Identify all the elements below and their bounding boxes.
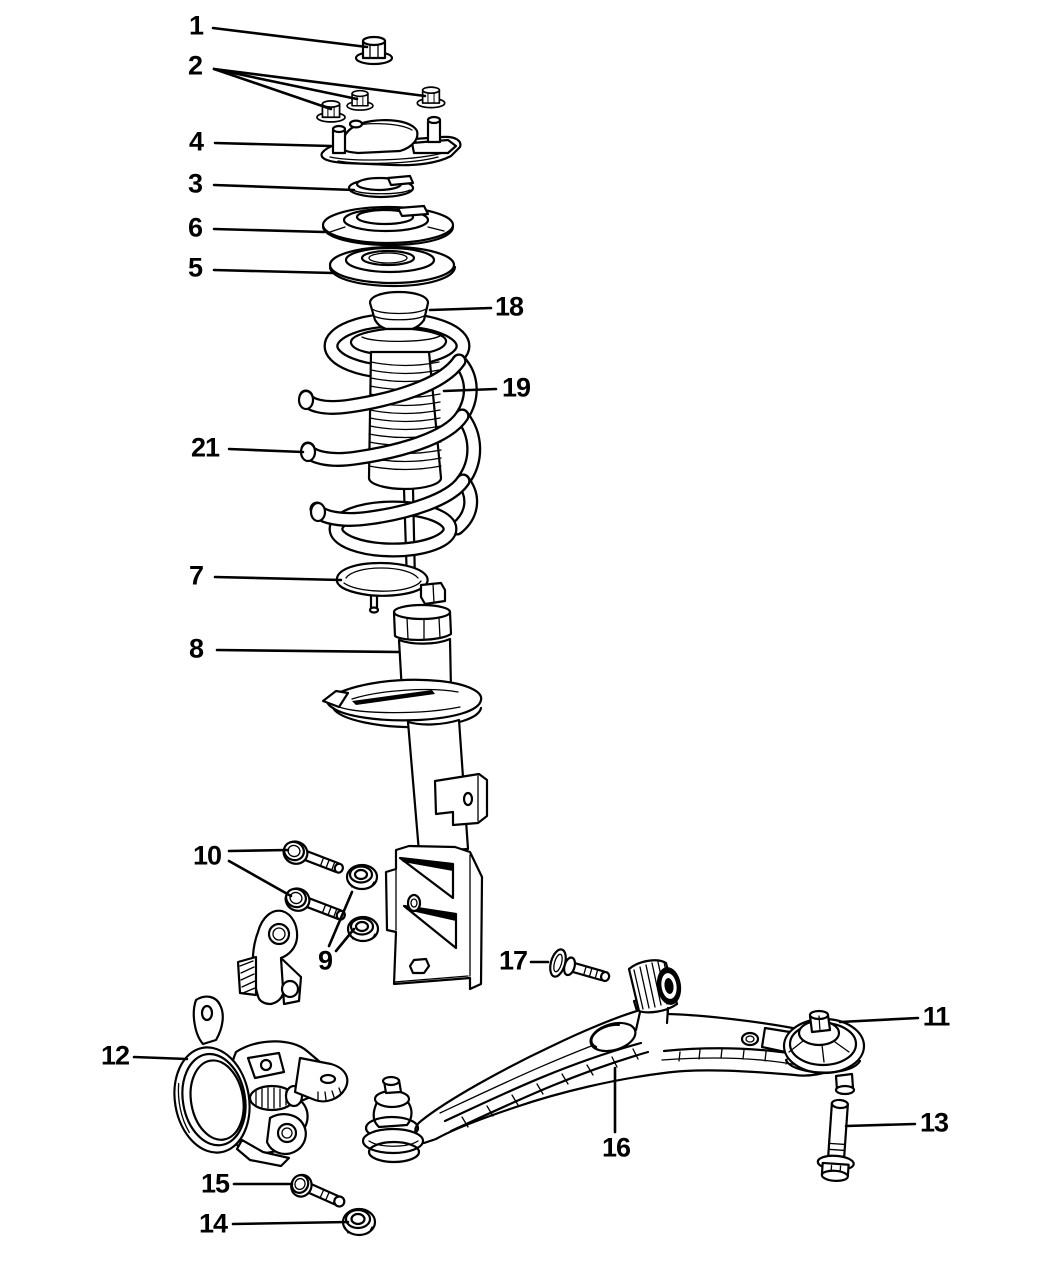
leader-line-7	[213, 575, 343, 582]
part-2-mount-nuts	[316, 86, 446, 123]
leader-line-21	[227, 447, 305, 454]
callout-5: 5	[187, 252, 203, 283]
part-3-strut-bearing	[347, 174, 415, 199]
callout-6: 6	[187, 212, 203, 243]
part-6-upper-spring-seat	[321, 204, 455, 247]
callout-18: 18	[494, 291, 524, 322]
callout-9: 9	[317, 945, 333, 976]
part-14-balljoint-nut	[341, 1207, 377, 1237]
callout-4: 4	[188, 126, 204, 157]
callout-7: 7	[188, 560, 204, 591]
callout-14: 14	[198, 1208, 228, 1239]
part-10-clamp-bolts	[282, 840, 346, 921]
part-5-spring-isolator	[328, 245, 457, 288]
part-9-clamp-nuts	[345, 863, 380, 943]
part-12-steering-knuckle	[173, 909, 349, 1168]
callout-8: 8	[188, 633, 204, 664]
part-4-strut-mount	[320, 115, 462, 167]
leader-line-1	[211, 26, 369, 49]
part-11-rear-bushing	[782, 1009, 866, 1096]
leader-line-6	[212, 227, 326, 234]
leader-line-12	[132, 1055, 189, 1061]
callout-10: 10	[192, 840, 222, 871]
leader-line-2	[212, 67, 333, 111]
part-8-strut	[321, 603, 489, 991]
leader-line-19	[442, 387, 498, 393]
callout-11: 11	[922, 1001, 951, 1032]
leader-line-10	[227, 848, 290, 853]
leader-line-2	[212, 67, 359, 101]
part-15-balljoint-bolt	[290, 1173, 346, 1208]
part-17-pivot-bolt	[549, 948, 611, 983]
leader-line-13	[844, 1122, 917, 1128]
leader-line-8	[215, 648, 401, 654]
callout-16: 16	[601, 1132, 631, 1163]
leader-line-14	[231, 1220, 350, 1226]
part-21-coil-spring	[297, 353, 482, 558]
leader-line-9	[327, 890, 354, 948]
callout-13: 13	[919, 1107, 949, 1138]
part-16-lower-control-arm	[361, 959, 866, 1164]
callout-1: 1	[188, 10, 204, 41]
leader-line-3	[212, 183, 356, 192]
leader-line-18	[428, 306, 493, 312]
callout-21: 21	[190, 432, 220, 463]
leader-line-11	[838, 1016, 920, 1024]
part-18-jounce-bumper	[349, 290, 448, 357]
callout-12: 12	[100, 1040, 130, 1071]
leader-line-10	[227, 859, 293, 898]
ball-joint	[361, 1075, 425, 1164]
part-19-dust-boot	[367, 350, 443, 491]
leader-line-4	[213, 141, 333, 148]
leader-line-5	[212, 268, 335, 275]
callout-3: 3	[187, 168, 203, 199]
callout-17: 17	[498, 945, 528, 976]
callout-15: 15	[200, 1168, 230, 1199]
strut-rod-end	[419, 581, 447, 606]
callout-19: 19	[501, 372, 531, 403]
part-1-strut-rod-nut	[354, 35, 394, 66]
leader-lines	[132, 26, 920, 1226]
part-7-lower-isolator	[335, 561, 429, 614]
callout-2: 2	[187, 50, 203, 81]
leader-line-2	[212, 67, 427, 98]
part-13-bushing-bolt	[816, 1098, 855, 1182]
leader-line-9	[334, 927, 356, 953]
